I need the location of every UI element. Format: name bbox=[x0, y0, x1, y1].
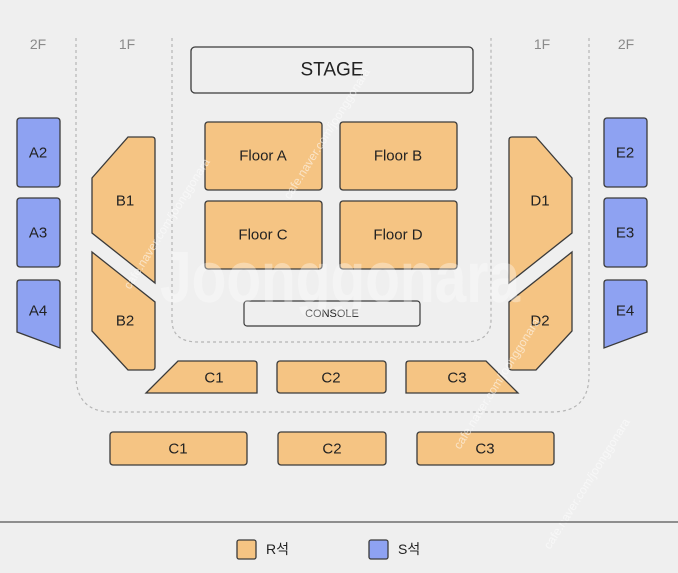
section-e3-label: E3 bbox=[616, 225, 634, 242]
section-b1[interactable]: B1 bbox=[91, 136, 156, 285]
section-d1-label: D1 bbox=[530, 193, 549, 210]
legend-s-label: S석 bbox=[398, 541, 420, 557]
section-c3-lower[interactable]: C3 bbox=[416, 431, 555, 466]
section-floor-b[interactable]: Floor B bbox=[339, 121, 458, 191]
section-c2-lower[interactable]: C2 bbox=[277, 431, 387, 466]
section-floor-a[interactable]: Floor A bbox=[204, 121, 323, 191]
legend-s-swatch bbox=[368, 539, 389, 560]
first-floor-boundary bbox=[75, 374, 590, 413]
section-floor-c-label: Floor C bbox=[238, 227, 287, 244]
section-c1-upper[interactable]: C1 bbox=[144, 360, 258, 394]
stage-label: STAGE bbox=[301, 60, 364, 81]
section-b1-label: B1 bbox=[116, 193, 134, 210]
legend: R석 S석 bbox=[236, 539, 420, 560]
level-label-left-2f: 2F bbox=[30, 36, 46, 52]
section-floor-d-label: Floor D bbox=[373, 227, 422, 244]
section-a4[interactable]: A4 bbox=[16, 279, 61, 349]
legend-r-swatch bbox=[236, 539, 257, 560]
section-c2-upper-label: C2 bbox=[321, 370, 340, 387]
level-label-left-1f: 1F bbox=[119, 36, 135, 52]
section-floor-b-label: Floor B bbox=[374, 148, 422, 165]
section-b2[interactable]: B2 bbox=[91, 250, 156, 371]
stage: STAGE bbox=[190, 46, 474, 94]
section-e4-label: E4 bbox=[616, 303, 634, 320]
level-label-right-1f: 1F bbox=[534, 36, 550, 52]
section-a3[interactable]: A3 bbox=[16, 197, 61, 268]
section-c2-upper[interactable]: C2 bbox=[276, 360, 387, 394]
section-b2-label: B2 bbox=[116, 313, 134, 330]
section-a2-label: A2 bbox=[29, 145, 47, 162]
section-c1-lower[interactable]: C1 bbox=[109, 431, 248, 466]
section-floor-c[interactable]: Floor C bbox=[204, 200, 323, 270]
section-e2-label: E2 bbox=[616, 145, 634, 162]
section-e4[interactable]: E4 bbox=[603, 279, 648, 349]
watermark-brand: Joonggonara bbox=[160, 238, 521, 318]
section-c1-lower-label: C1 bbox=[168, 441, 187, 458]
section-c3-upper[interactable]: C3 bbox=[405, 360, 520, 394]
section-c3-upper-label: C3 bbox=[447, 370, 466, 387]
section-d1[interactable]: D1 bbox=[508, 136, 573, 285]
legend-r-label: R석 bbox=[266, 541, 289, 557]
section-a4-label: A4 bbox=[29, 303, 47, 320]
floor-area-boundary bbox=[171, 38, 492, 343]
console: CONSOLE bbox=[243, 300, 421, 327]
section-d2[interactable]: D2 bbox=[508, 250, 573, 371]
level-label-right-2f: 2F bbox=[618, 36, 634, 52]
section-a3-label: A3 bbox=[29, 225, 47, 242]
section-floor-a-label: Floor A bbox=[239, 148, 287, 165]
section-a2[interactable]: A2 bbox=[16, 117, 61, 188]
section-floor-d[interactable]: Floor D bbox=[339, 200, 458, 270]
section-c3-lower-label: C3 bbox=[475, 441, 494, 458]
section-c1-upper-label: C1 bbox=[204, 370, 223, 387]
section-c2-lower-label: C2 bbox=[322, 441, 341, 458]
section-d2-label: D2 bbox=[530, 313, 549, 330]
section-e3[interactable]: E3 bbox=[603, 197, 648, 268]
console-label: CONSOLE bbox=[305, 308, 359, 320]
section-e2[interactable]: E2 bbox=[603, 117, 648, 188]
